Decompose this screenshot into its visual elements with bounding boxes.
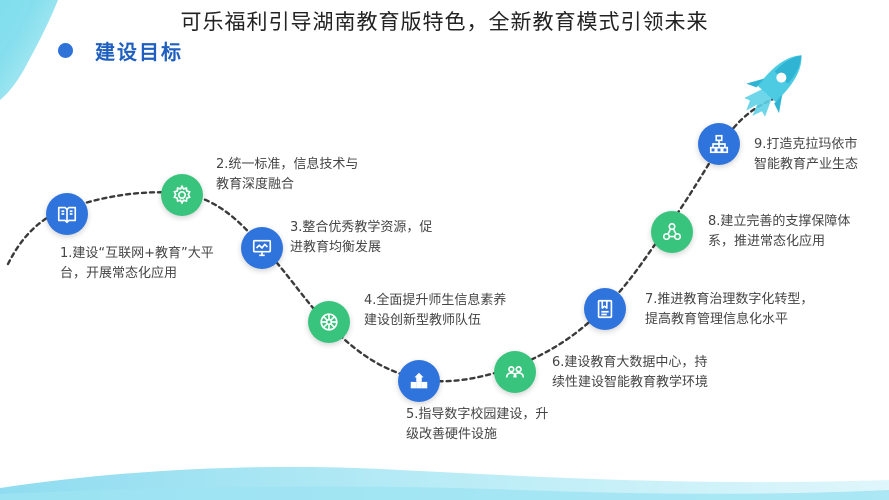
book-icon: [57, 206, 77, 224]
goal-node-7: [584, 288, 626, 330]
triangle-nodes-icon: [662, 222, 682, 241]
goal-2-line2: 教育深度融合: [216, 177, 295, 192]
goal-7-line2: 提高教育管理信息化水平: [645, 312, 789, 327]
network-icon: [320, 313, 338, 331]
bullet-dot: [58, 43, 73, 58]
goal-7-line1: 7.推进教育治理数字化转型，: [645, 292, 814, 307]
section-header: 建设目标: [58, 36, 183, 65]
goal-1-line2: 台，开展常态化应用: [60, 266, 178, 281]
goal-8-line2: 系，推进常态化应用: [708, 234, 826, 249]
goal-8-line1: 8.建立完善的支撑保障体: [708, 214, 851, 229]
goal-caption-7: 7.推进教育治理数字化转型， 提高教育管理信息化水平: [645, 290, 813, 330]
gear-icon: [173, 184, 191, 205]
goal-6-line2: 续性建设智能教育教学环境: [552, 375, 709, 390]
goal-caption-3: 3.整合优秀教学资源，促 进教育均衡发展: [290, 218, 432, 258]
goal-caption-6: 6.建设教育大数据中心，持 续性建设智能教育教学环境: [552, 353, 708, 393]
goal-caption-8: 8.建立完善的支撑保障体 系，推进常态化应用: [708, 212, 850, 252]
goal-3-line2: 进教育均衡发展: [290, 240, 382, 255]
goal-node-8: [651, 211, 693, 253]
goal-6-line1: 6.建设教育大数据中心，持: [552, 355, 708, 370]
goal-node-3: [241, 227, 283, 269]
goal-1-line1: 1.建设“互联网+教育”大平: [60, 246, 214, 261]
goal-9-line2: 智能教育产业生态: [754, 157, 859, 172]
goal-caption-9: 9.打造克拉玛依市 智能教育产业生态: [754, 135, 858, 175]
goal-caption-2: 2.统一标准，信息技术与 教育深度融合: [216, 155, 358, 195]
section-title: 建设目标: [95, 40, 183, 64]
goal-node-6: [494, 351, 536, 393]
goal-9-line1: 9.打造克拉玛依市: [754, 137, 858, 152]
goal-node-5: [398, 360, 440, 402]
goal-caption-1: 1.建设“互联网+教育”大平 台，开展常态化应用: [60, 244, 214, 284]
goal-node-4: [308, 301, 350, 343]
goal-5-line2: 级改善硬件设施: [406, 427, 498, 442]
monitor-icon: [252, 239, 272, 257]
hierarchy-icon: [709, 134, 729, 154]
goal-caption-4: 4.全面提升师生信息素养 建设创新型教师队伍: [364, 291, 506, 331]
building-icon: [410, 372, 428, 389]
goal-2-line1: 2.统一标准，信息技术与: [216, 157, 359, 172]
goal-node-9: [698, 123, 740, 165]
rocket-icon: [744, 55, 802, 117]
goal-5-line1: 5.指导数字校园建设，升: [406, 407, 549, 422]
document-icon: [597, 299, 613, 319]
page-title: 可乐福利引导湖南教育版特色，全新教育模式引领未来: [180, 10, 709, 34]
goal-node-1: [46, 193, 88, 235]
goal-4-line2: 建设创新型教师队伍: [364, 313, 482, 328]
goal-3-line1: 3.整合优秀教学资源，促: [290, 220, 433, 235]
goal-node-2: [161, 174, 203, 216]
goal-4-line1: 4.全面提升师生信息素养: [364, 293, 507, 308]
people-icon: [505, 366, 525, 378]
goal-caption-5: 5.指导数字校园建设，升 级改善硬件设施: [406, 405, 548, 445]
